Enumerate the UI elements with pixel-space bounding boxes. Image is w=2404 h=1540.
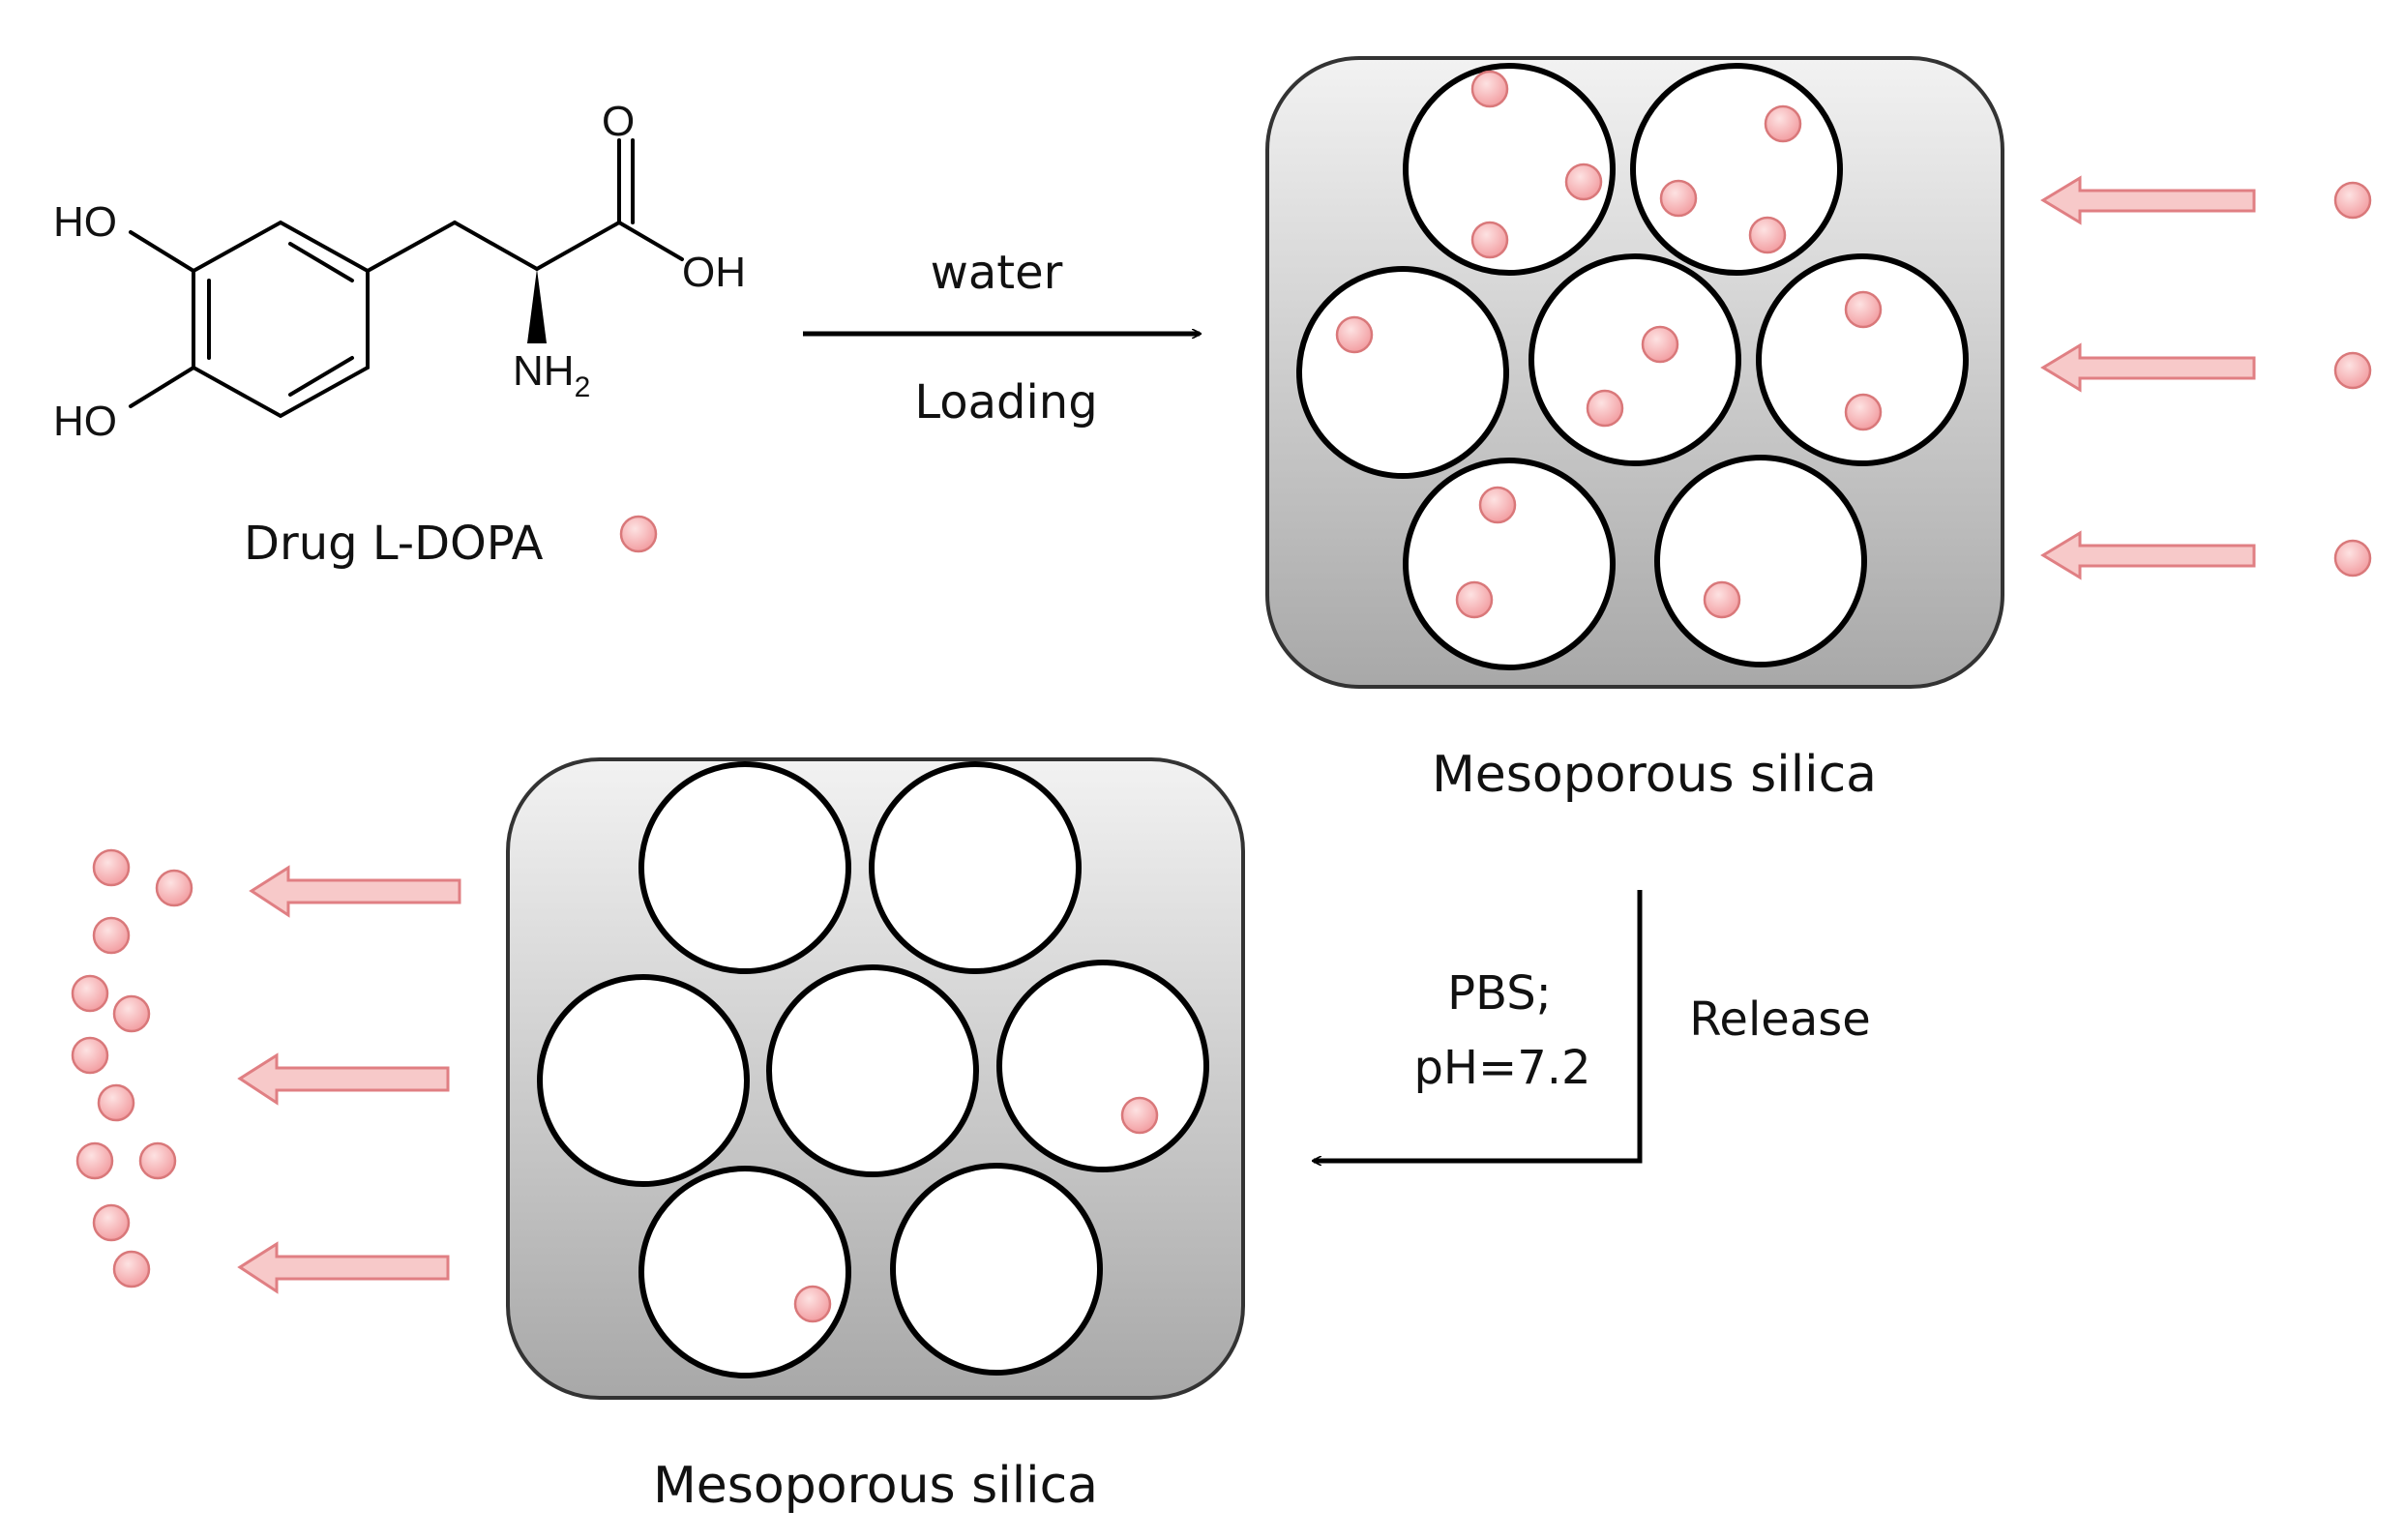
loaded-silica-caption: Mesoporous silica (1432, 746, 1877, 804)
drug-molecule (155, 869, 193, 907)
drug-molecule (2333, 181, 2372, 220)
amine-text: NH (513, 347, 575, 395)
ring-double-bond (288, 242, 354, 282)
amine-subscript: 2 (575, 371, 591, 403)
drug-molecule (1703, 580, 1741, 619)
released-silica-caption: Mesoporous silica (653, 1457, 1098, 1515)
ring-double-bond (288, 356, 354, 397)
ch2-bond (366, 221, 457, 273)
pore (1403, 63, 1616, 276)
alpha-carbon-bond (453, 221, 539, 271)
l-dopa-structure: HO HO O OH NH2 (53, 98, 746, 445)
drug-molecule (138, 1141, 177, 1180)
drug-molecule (2333, 539, 2372, 578)
ho-bottom-label: HO (53, 398, 117, 445)
release-arrow (1314, 890, 1643, 1161)
drug-molecule (1844, 290, 1883, 329)
drug-molecule (92, 848, 131, 887)
released-silica-particle (506, 757, 1245, 1400)
pore (766, 964, 979, 1177)
outgoing-arrow (249, 865, 461, 918)
pore (869, 761, 1082, 974)
drug-molecule (92, 916, 131, 955)
amine-label: NH2 (513, 347, 590, 403)
incoming-arrow (2040, 175, 2256, 225)
pore (996, 960, 1209, 1172)
drug-label: Drug L-DOPA (244, 517, 544, 571)
drug-molecule (1659, 179, 1698, 218)
drug-molecule (2333, 351, 2372, 390)
drug-molecule (1586, 389, 1624, 428)
pore (1756, 253, 1969, 466)
acid-oh-label: OH (682, 249, 746, 296)
incoming-drug-flow (2040, 175, 2372, 580)
drug-molecule (71, 974, 109, 1013)
pore (890, 1163, 1103, 1376)
drug-molecule (75, 1141, 114, 1180)
release-condition-line2: pH=7.2 (1413, 1041, 1590, 1095)
pore (1403, 458, 1616, 670)
pore (638, 1166, 851, 1378)
drug-molecule (793, 1285, 832, 1323)
drug-molecule (1564, 163, 1603, 201)
drug-molecule (1764, 104, 1802, 143)
drug-legend-dot (619, 515, 658, 553)
oh-bond-bottom (129, 366, 195, 408)
drug-molecule (1844, 393, 1883, 431)
outgoing-arrow (237, 1052, 450, 1106)
drug-molecule (97, 1083, 135, 1122)
drug-molecule (1455, 580, 1494, 619)
pore (1296, 266, 1509, 479)
release-condition-line1: PBS; (1447, 966, 1552, 1021)
pore (1528, 253, 1741, 466)
drug-molecule (112, 994, 151, 1033)
oh-bond-top (129, 230, 195, 273)
drug-molecule (71, 1036, 109, 1075)
drug-molecule (1478, 486, 1517, 524)
ho-top-label: HO (53, 198, 117, 246)
outgoing-arrow (237, 1241, 450, 1294)
wedge-bond (527, 269, 547, 343)
acid-oh-bond (617, 221, 684, 261)
drug-molecule (1470, 70, 1509, 108)
pore (638, 761, 851, 974)
loading-above-label: water (931, 246, 1063, 300)
drug-molecule (92, 1203, 131, 1242)
pore (1654, 455, 1867, 667)
incoming-arrow (2040, 342, 2256, 393)
drug-molecule (1120, 1096, 1159, 1135)
carbonyl-o-label: O (602, 98, 635, 145)
pore (1630, 63, 1843, 276)
pore (537, 974, 750, 1187)
benzene-ring (192, 220, 370, 419)
drug-molecule (1748, 216, 1787, 254)
released-drug-flow (71, 848, 461, 1294)
drug-molecule (112, 1250, 151, 1288)
incoming-arrow (2040, 530, 2256, 580)
drug-molecule (1470, 221, 1509, 259)
carboxyl-bond (535, 221, 621, 271)
drug-molecule (1641, 325, 1679, 364)
release-label: Release (1689, 992, 1871, 1047)
loaded-silica-particle (1265, 56, 2004, 689)
drug-molecule (1335, 315, 1374, 354)
loading-below-label: Loading (914, 375, 1097, 429)
